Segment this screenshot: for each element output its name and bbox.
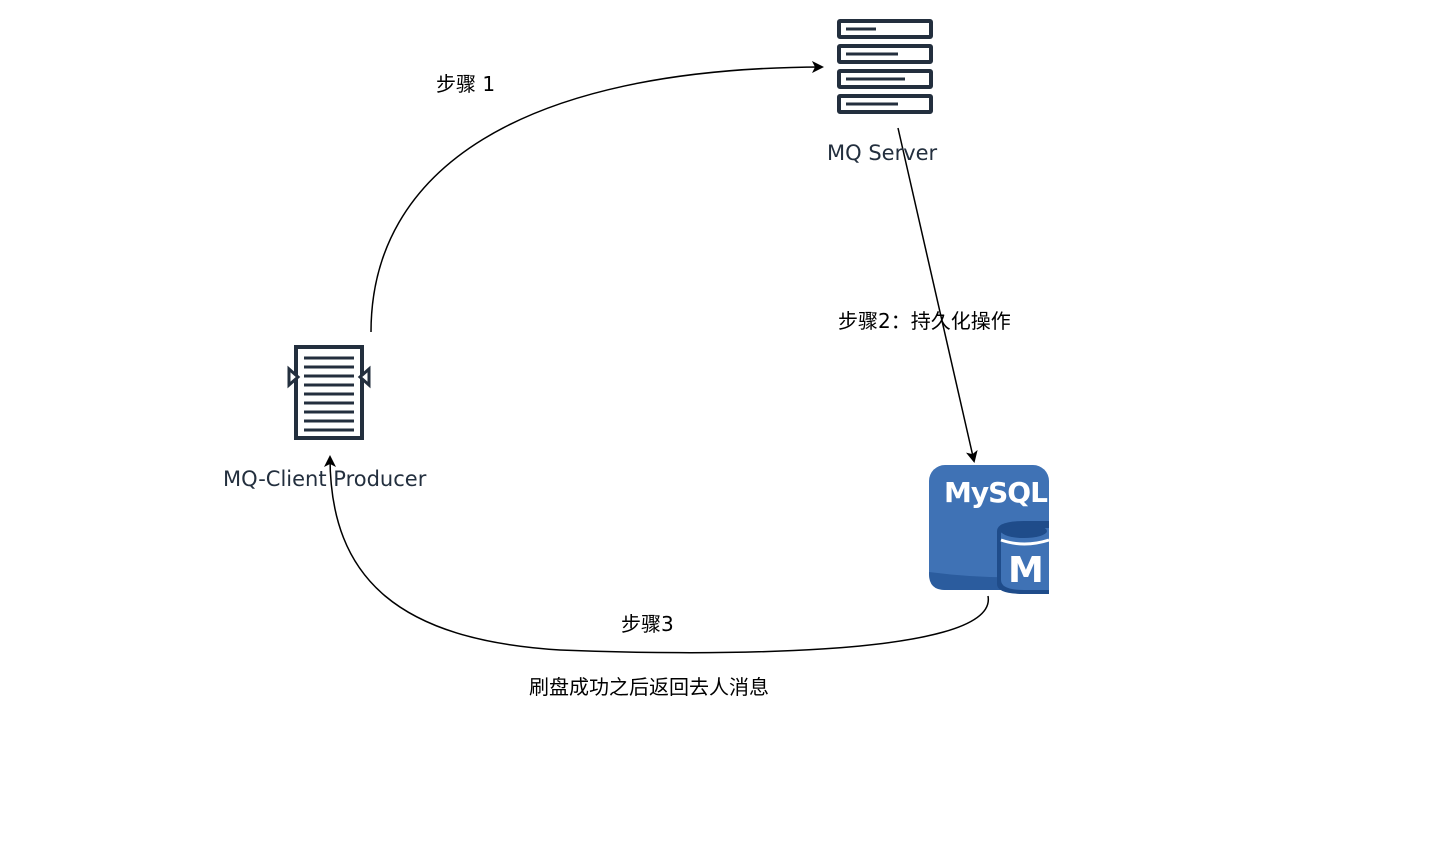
- mysql-wordmark: MySQL: [944, 476, 1048, 509]
- server-rack-icon: [837, 19, 933, 114]
- mysql-badge: M: [1008, 550, 1044, 591]
- step2-label: 步骤2：持久化操作: [838, 309, 1011, 333]
- server-label: MQ Server: [827, 141, 938, 165]
- edge-step1: [370, 61, 824, 333]
- edge-step3: [324, 455, 989, 654]
- step3-note: 刷盘成功之后返回去人消息: [529, 675, 769, 699]
- client-label: MQ-Client Producer: [223, 467, 427, 491]
- mysql-database-icon: MySQL M: [929, 465, 1050, 594]
- document-queue-icon: [287, 345, 371, 440]
- step3-label: 步骤3: [621, 612, 674, 636]
- step1-label: 步骤 1: [436, 72, 496, 96]
- edge-step2: [897, 127, 978, 463]
